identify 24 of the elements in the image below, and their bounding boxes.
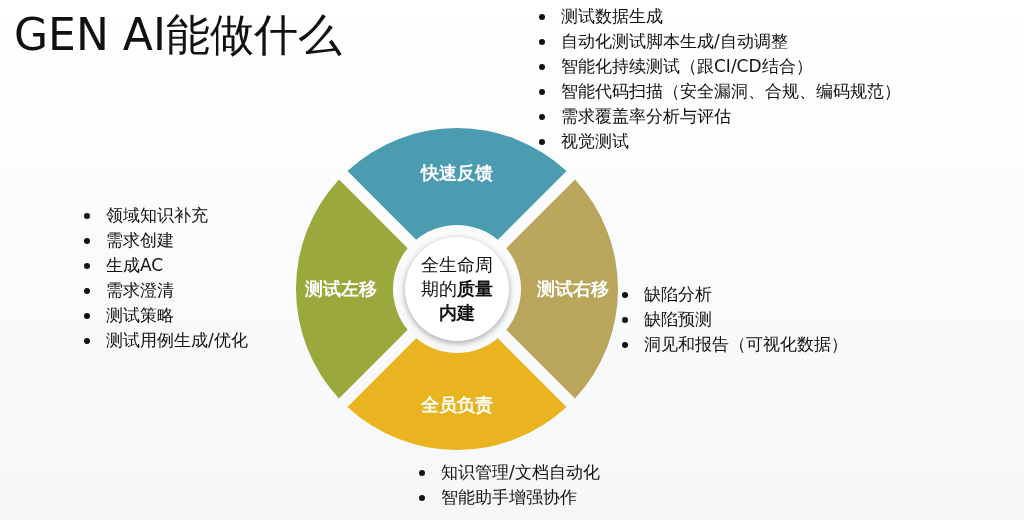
- bullet-item: 生成AC: [106, 254, 165, 277]
- title: GEN AI能做什么: [14, 8, 342, 62]
- bullet-item: 智能化持续测试（跟CI/CD结合）: [561, 55, 814, 78]
- center-label: 全生命周期的质量内建: [421, 253, 493, 325]
- segment-label: 全员负责: [421, 393, 493, 418]
- segment-label: 测试左移: [304, 277, 377, 301]
- bullet-item: 自动化测试脚本生成/自动调整: [561, 30, 789, 53]
- segment-label: 快速反馈: [421, 160, 493, 185]
- bullet-item: 测试用例生成/优化: [106, 329, 248, 352]
- segment-label: 测试右移: [537, 277, 610, 301]
- bullet-item: 缺陷预测: [644, 308, 713, 331]
- bullet-item: 需求创建: [106, 229, 175, 252]
- bullet-item: 智能助手增强协作: [441, 486, 578, 509]
- bullet-item: 需求澄清: [106, 279, 175, 302]
- bullet-item: 测试数据生成: [561, 5, 664, 28]
- bullet-item: 知识管理/文档自动化: [441, 461, 600, 484]
- bullet-item: 缺陷分析: [644, 283, 713, 306]
- bullet-item: 需求覆盖率分析与评估: [561, 105, 732, 128]
- bullet-item: 领域知识补充: [106, 204, 209, 227]
- bullet-item: 洞见和报告（可视化数据）: [644, 333, 848, 356]
- bullet-item: 测试策略: [106, 304, 175, 327]
- bullet-item: 智能代码扫描（安全漏洞、合规、编码规范）: [561, 80, 901, 103]
- center-circle: [405, 237, 509, 341]
- bullet-item: 视觉测试: [561, 130, 630, 153]
